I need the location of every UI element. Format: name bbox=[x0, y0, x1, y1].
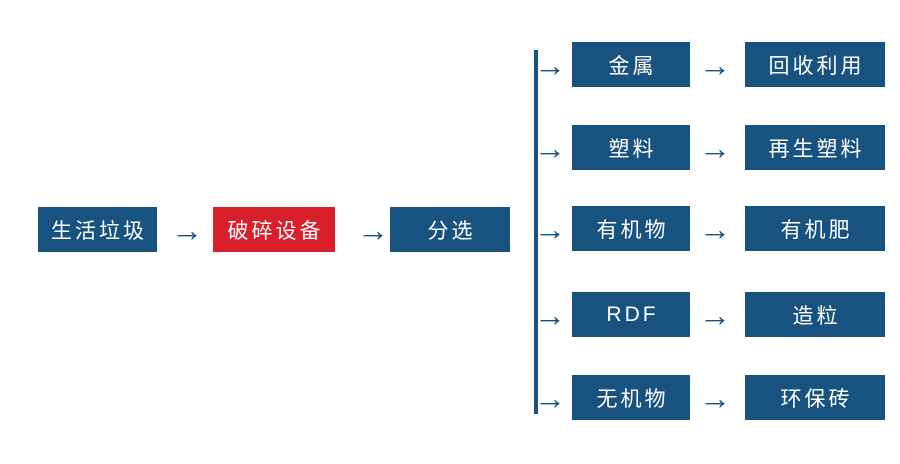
arrow-right-icon: → bbox=[699, 46, 731, 83]
arrow-right-icon: → bbox=[534, 46, 566, 83]
node-rdf: RDF bbox=[572, 292, 690, 337]
node-inorganic-matter: 无机物 bbox=[572, 375, 690, 420]
node-sorting: 分选 bbox=[390, 207, 510, 252]
node-eco-brick: 环保砖 bbox=[745, 375, 885, 420]
node-organic-fertilizer: 有机肥 bbox=[745, 206, 885, 251]
arrow-right-icon: → bbox=[699, 379, 731, 416]
arrow-right-icon: → bbox=[534, 379, 566, 416]
node-plastic: 塑料 bbox=[572, 125, 690, 170]
node-recycling: 回收利用 bbox=[745, 42, 885, 87]
arrow-right-icon: → bbox=[699, 296, 731, 333]
node-household-waste: 生活垃圾 bbox=[38, 207, 157, 252]
node-metal: 金属 bbox=[572, 42, 690, 87]
node-organic-matter: 有机物 bbox=[572, 206, 690, 251]
arrow-right-icon: → bbox=[171, 211, 203, 248]
node-recycled-plastic: 再生塑料 bbox=[745, 125, 885, 170]
arrow-right-icon: → bbox=[534, 129, 566, 166]
arrow-right-icon: → bbox=[699, 129, 731, 166]
arrow-right-icon: → bbox=[357, 211, 389, 248]
arrow-right-icon: → bbox=[534, 210, 566, 247]
branch-connector-line bbox=[534, 50, 538, 414]
node-granulation: 造粒 bbox=[745, 292, 885, 337]
arrow-right-icon: → bbox=[699, 210, 731, 247]
arrow-right-icon: → bbox=[534, 296, 566, 333]
node-crushing-equipment: 破碎设备 bbox=[213, 207, 335, 252]
